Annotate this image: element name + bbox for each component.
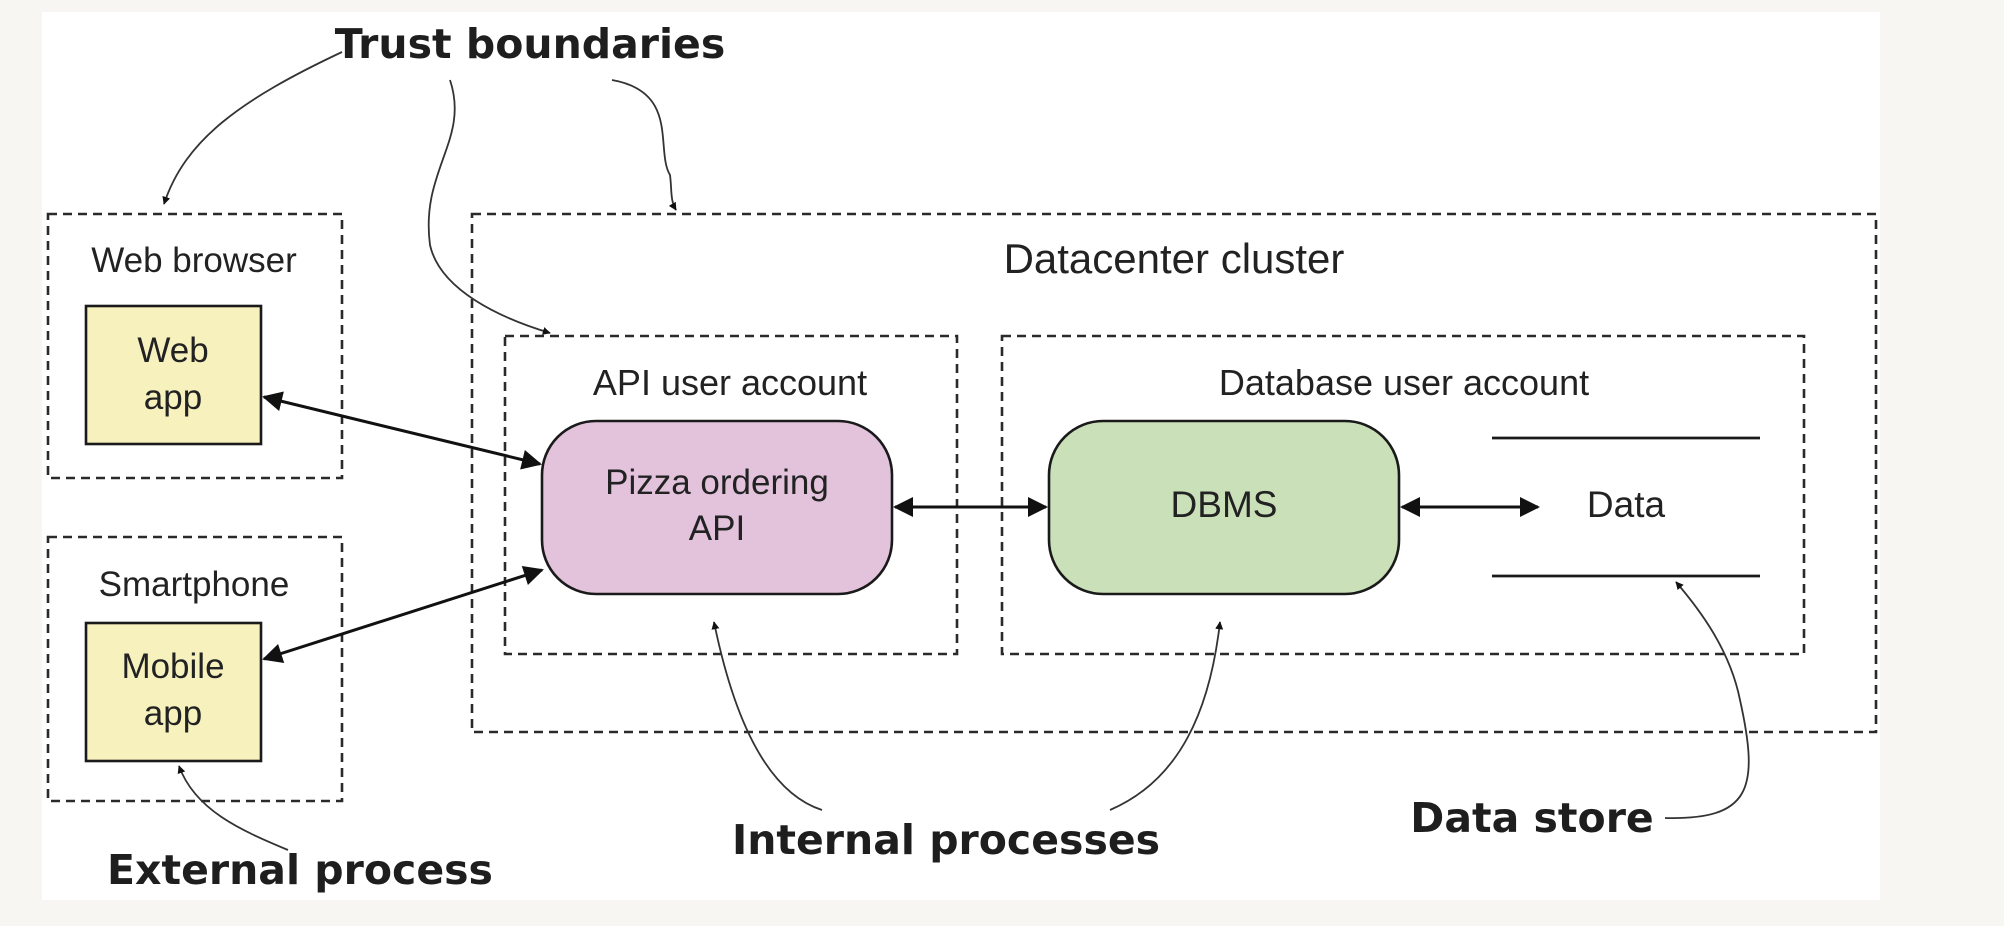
boundary-smartphone: Smartphone bbox=[46, 535, 344, 803]
boundary-web-browser: Web browser bbox=[46, 212, 344, 480]
boundary-datacenter-cluster: Datacenter cluster bbox=[470, 212, 1878, 734]
web-app-box bbox=[84, 304, 263, 446]
mobile-app-node: Mobile app bbox=[84, 621, 263, 763]
boundary-smartphone-label: Smartphone bbox=[99, 565, 290, 604]
data-store-label: Data bbox=[1587, 484, 1666, 525]
pointer-internal-pizza-api bbox=[711, 621, 823, 811]
boundary-web-browser-label: Web browser bbox=[91, 241, 297, 280]
callout-internal-processes: Internal processes bbox=[732, 816, 1160, 864]
callout-external-process: External process bbox=[107, 846, 493, 894]
mobile-app-box bbox=[84, 621, 263, 763]
dbms-box bbox=[1047, 419, 1401, 596]
boundary-api-user-account-label: API user account bbox=[593, 362, 867, 403]
dbms-label: DBMS bbox=[1171, 484, 1278, 525]
web-app-node: Web app bbox=[84, 304, 263, 446]
flow-web-app-api bbox=[262, 391, 542, 470]
boundary-api-user-account: API user account bbox=[503, 334, 959, 656]
dbms-node: DBMS bbox=[1047, 419, 1401, 596]
pizza-ordering-api-label-line1: Pizza ordering bbox=[605, 463, 829, 502]
pointer-internal-dbms bbox=[1109, 621, 1224, 811]
callout-data-store: Data store bbox=[1410, 794, 1653, 842]
web-app-label-line2: app bbox=[144, 378, 202, 417]
data-store-node: Data bbox=[1492, 436, 1760, 578]
pointer-trust-datacenter bbox=[611, 79, 677, 211]
mobile-app-label-line2: app bbox=[144, 694, 202, 733]
pointer-trust-web-browser bbox=[162, 51, 343, 205]
mobile-app-label-line1: Mobile bbox=[121, 647, 224, 686]
callout-trust-boundaries: Trust boundaries bbox=[335, 20, 726, 68]
pizza-ordering-api-label-line2: API bbox=[689, 509, 745, 548]
flow-mobile-app-api bbox=[262, 565, 544, 664]
pointer-external-process bbox=[177, 765, 289, 851]
web-app-label-line1: Web bbox=[137, 331, 208, 370]
pointer-trust-api-account bbox=[427, 79, 551, 335]
pointer-data-store bbox=[1664, 581, 1750, 819]
boundary-database-user-account: Database user account bbox=[1000, 334, 1806, 656]
diagram-panel bbox=[42, 12, 1880, 900]
pizza-ordering-api-node: Pizza ordering API bbox=[540, 419, 894, 596]
pizza-ordering-api-box bbox=[540, 419, 894, 596]
boundary-datacenter-cluster-label: Datacenter cluster bbox=[1004, 235, 1345, 282]
boundary-database-user-account-label: Database user account bbox=[1219, 362, 1589, 403]
